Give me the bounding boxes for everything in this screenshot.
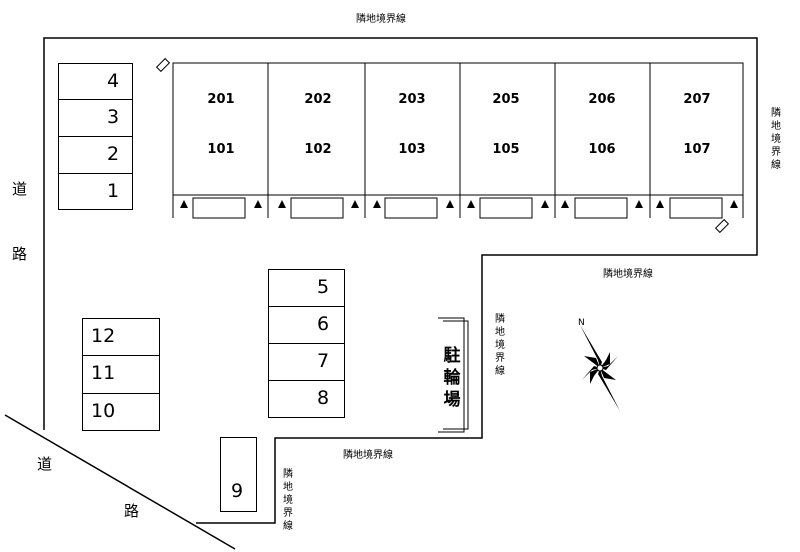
parking-space: 5 [268, 269, 345, 307]
property-boundary [43, 37, 758, 524]
unit-lower-number: 105 [492, 142, 520, 157]
parking-space: 8 [268, 380, 345, 418]
entrance-door [192, 197, 246, 219]
unit-upper-number: 201 [207, 92, 235, 107]
unit-lower-number: 107 [683, 142, 711, 157]
road-edge-line [4, 414, 236, 550]
parking-space: 9 [220, 437, 257, 512]
entrance-door [479, 197, 533, 219]
boundary-label-right: 隣地境界線 [771, 108, 781, 171]
parking-space-number: 6 [317, 313, 330, 335]
road-label-bottom-1: 道 [37, 455, 53, 473]
parking-space: 2 [58, 136, 133, 174]
parking-space-number: 11 [91, 362, 116, 384]
entrance-door [384, 197, 438, 219]
boundary-label-bottom: 隣地境界線 [343, 450, 393, 461]
unit-lower-number: 106 [588, 142, 616, 157]
unit-lower-number: 103 [398, 142, 426, 157]
parking-space-number: 4 [107, 70, 120, 92]
unit-upper-number: 206 [588, 92, 616, 107]
apartment-building [172, 62, 744, 196]
unit-upper-number: 207 [683, 92, 711, 107]
parking-space: 3 [58, 99, 133, 137]
road-label-left-2: 路 [12, 245, 28, 263]
parking-space-number: 10 [91, 400, 116, 422]
unit-lower-number: 101 [207, 142, 235, 157]
bicycle-parking-label: 駐輪場 [443, 346, 461, 410]
north-label: N [578, 318, 585, 328]
parking-space-number: 1 [107, 180, 120, 202]
parking-space: 6 [268, 306, 345, 344]
parking-space-number: 8 [317, 387, 330, 409]
parking-space-number: 12 [91, 325, 116, 347]
bicycle-parking-bracket [443, 320, 469, 430]
entrance-door [574, 197, 628, 219]
bicycle-parking-bracket [438, 317, 465, 433]
parking-space: 12 [82, 318, 160, 356]
parking-space: 1 [58, 173, 133, 210]
boundary-label-bottom-vertical: 隣地境界線 [283, 469, 293, 532]
parking-space: 4 [58, 63, 133, 100]
boundary-label-mid: 隣地境界線 [603, 269, 653, 280]
unit-upper-number: 203 [398, 92, 426, 107]
parking-space: 7 [268, 343, 345, 381]
entrance-door [290, 197, 344, 219]
parking-space-number: 7 [317, 350, 330, 372]
meter-markers [180, 200, 738, 208]
parking-space-number: 3 [107, 106, 120, 128]
unit-lower-number: 102 [304, 142, 332, 157]
road-label-bottom-2: 路 [124, 502, 140, 520]
parking-space-number: 9 [231, 480, 244, 502]
road-label-left-1: 道 [12, 180, 28, 198]
unit-upper-number: 205 [492, 92, 520, 107]
boundary-marker [714, 218, 730, 234]
entrance-door [669, 197, 723, 219]
boundary-label-bicycle: 隣地境界線 [495, 314, 505, 377]
parking-space-number: 5 [317, 276, 330, 298]
compass-rose [580, 325, 620, 411]
boundary-label-top: 隣地境界線 [356, 14, 406, 25]
unit-upper-number: 202 [304, 92, 332, 107]
parking-space-number: 2 [107, 143, 120, 165]
parking-space: 10 [82, 393, 160, 431]
boundary-marker [155, 57, 171, 73]
parking-space: 11 [82, 355, 160, 394]
